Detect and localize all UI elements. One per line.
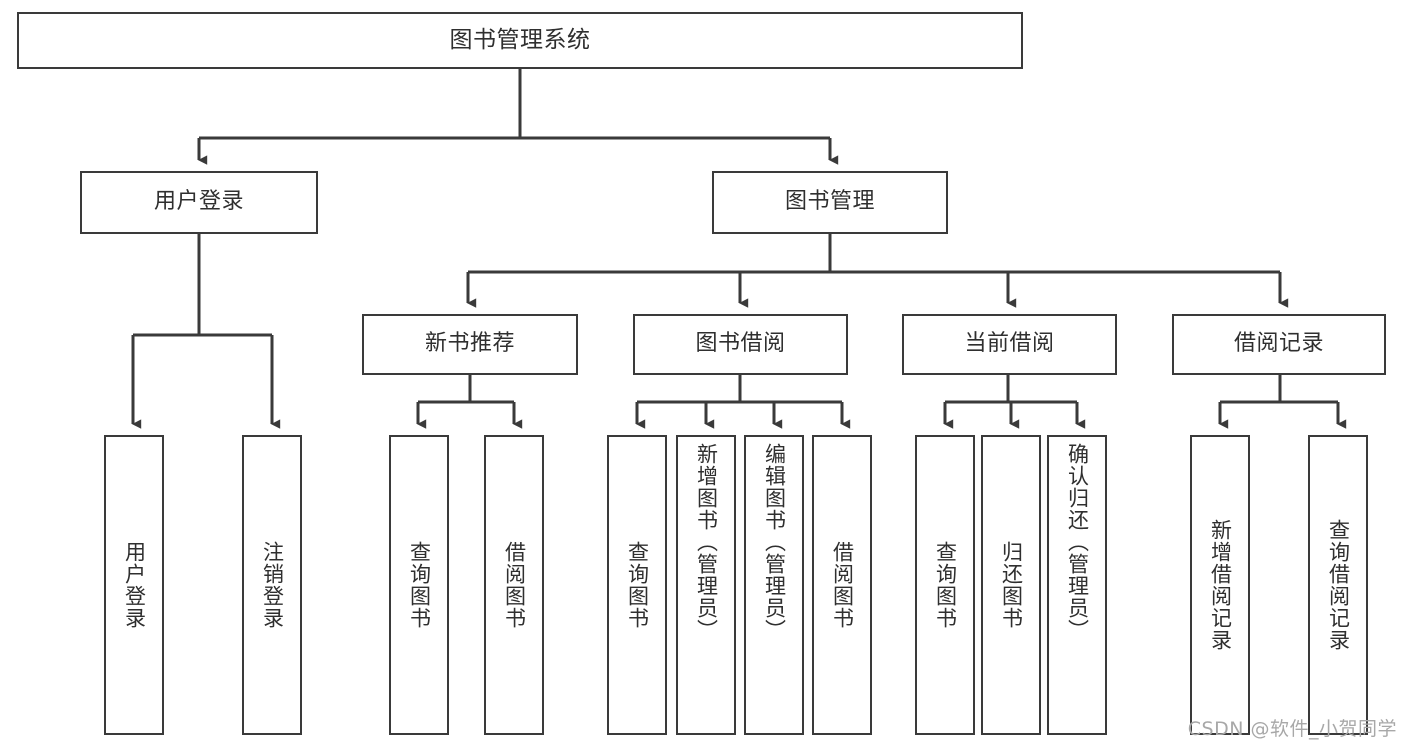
node-leaf-query-record[interactable]: 查询借阅记录	[1308, 435, 1368, 735]
node-borrow-record[interactable]: 借阅记录	[1172, 314, 1386, 375]
node-leaf-borrow-book-2[interactable]: 借阅图书	[812, 435, 872, 735]
node-leaf-add-book[interactable]: 新增图书（管理员）	[676, 435, 736, 735]
node-leaf-borrow-book-2-label: 借阅图书	[830, 541, 855, 629]
node-leaf-user-login-label: 用户登录	[122, 541, 147, 629]
csdn-watermark: CSDN @软件_小贺同学	[1187, 718, 1397, 740]
node-leaf-add-record[interactable]: 新增借阅记录	[1190, 435, 1250, 735]
node-leaf-query-book-2-label: 查询图书	[625, 541, 650, 629]
node-leaf-user-logout-label: 注销登录	[260, 541, 285, 629]
node-root-label: 图书管理系统	[449, 26, 591, 53]
node-leaf-add-record-label: 新增借阅记录	[1208, 519, 1233, 651]
node-book-manage-label: 图书管理	[784, 189, 875, 215]
node-current-borrow-label: 当前借阅	[964, 331, 1055, 357]
node-book-manage[interactable]: 图书管理	[712, 171, 948, 234]
node-book-borrow-label: 图书借阅	[695, 331, 786, 357]
node-leaf-borrow-book-1[interactable]: 借阅图书	[484, 435, 544, 735]
node-book-borrow[interactable]: 图书借阅	[633, 314, 848, 375]
node-user-login-label: 用户登录	[153, 189, 244, 215]
node-leaf-user-login[interactable]: 用户登录	[104, 435, 164, 735]
node-leaf-borrow-book-1-label: 借阅图书	[502, 541, 527, 629]
node-leaf-add-book-label: 新增图书（管理员）	[694, 443, 719, 641]
node-root[interactable]: 图书管理系统	[17, 12, 1023, 69]
node-leaf-edit-book-label: 编辑图书（管理员）	[762, 443, 787, 641]
node-leaf-query-book-3[interactable]: 查询图书	[915, 435, 975, 735]
node-current-borrow[interactable]: 当前借阅	[902, 314, 1117, 375]
node-leaf-query-book-1-label: 查询图书	[407, 541, 432, 629]
node-leaf-query-book-2[interactable]: 查询图书	[607, 435, 667, 735]
node-leaf-return-book-label: 归还图书	[999, 541, 1024, 629]
node-borrow-record-label: 借阅记录	[1233, 331, 1324, 357]
node-user-login[interactable]: 用户登录	[80, 171, 318, 234]
node-leaf-return-book[interactable]: 归还图书	[981, 435, 1041, 735]
node-leaf-query-record-label: 查询借阅记录	[1326, 519, 1351, 651]
node-leaf-edit-book[interactable]: 编辑图书（管理员）	[744, 435, 804, 735]
node-leaf-confirm-return-label: 确认归还（管理员）	[1065, 443, 1090, 641]
node-leaf-query-book-3-label: 查询图书	[933, 541, 958, 629]
node-leaf-user-logout[interactable]: 注销登录	[242, 435, 302, 735]
node-new-book-recommend[interactable]: 新书推荐	[362, 314, 578, 375]
node-new-book-recommend-label: 新书推荐	[424, 331, 515, 357]
node-leaf-query-book-1[interactable]: 查询图书	[389, 435, 449, 735]
node-leaf-confirm-return[interactable]: 确认归还（管理员）	[1047, 435, 1107, 735]
